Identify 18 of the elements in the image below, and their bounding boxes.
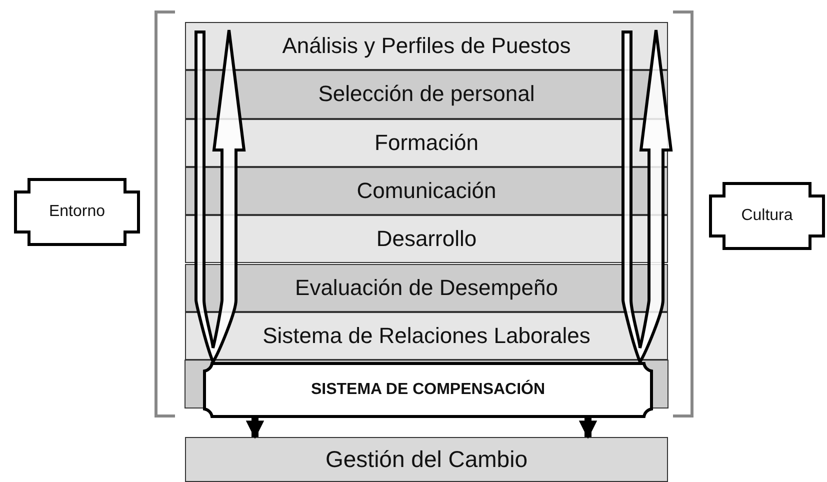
layer-label: Selección de personal xyxy=(318,81,535,108)
box-label: Entorno xyxy=(48,203,106,221)
layer-label: Evaluación de Desempeño xyxy=(295,274,558,301)
layer-band xyxy=(185,437,668,482)
box-label: SISTEMA DE COMPENSACIÓN xyxy=(310,381,546,399)
layer-label: Formación xyxy=(374,130,478,156)
loop-arrow xyxy=(194,28,246,364)
arrow xyxy=(246,418,264,439)
layer-label: Desarrollo xyxy=(376,226,477,252)
box-label: Cultura xyxy=(741,207,793,225)
arrow xyxy=(578,418,598,439)
layer-label: Sistema de Relaciones Laborales xyxy=(262,322,590,349)
layer-label: Gestión del Cambio xyxy=(326,446,528,473)
layer-label: Comunicación xyxy=(356,178,496,204)
layer-band xyxy=(185,22,668,70)
layer-label: Análisis y Perfiles de Puestos xyxy=(282,33,571,60)
layer-band xyxy=(185,312,668,360)
loop-arrow xyxy=(622,28,672,364)
